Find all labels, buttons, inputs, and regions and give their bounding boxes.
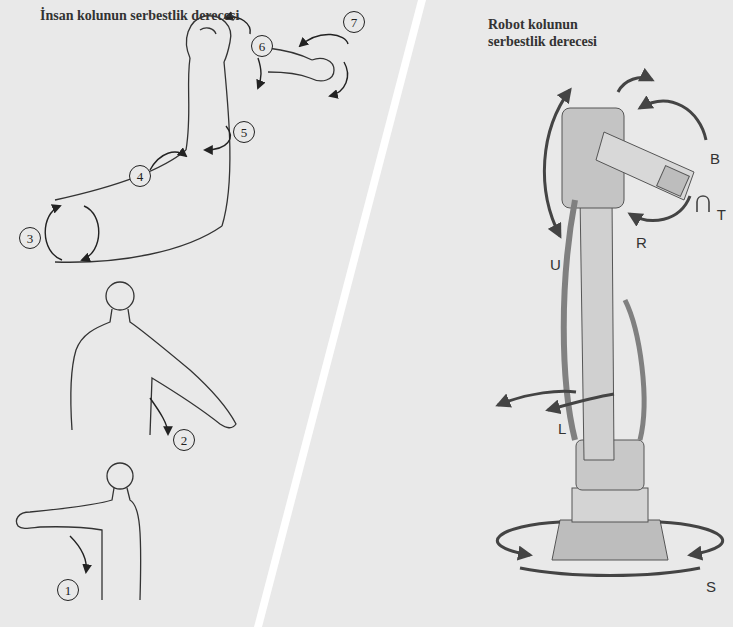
rotation-arrow: [150, 152, 186, 170]
callout-number: 1: [57, 579, 79, 601]
human-arm-sketch: [55, 16, 334, 262]
rotation-arrow: [300, 34, 348, 46]
axis-arrow: [618, 78, 652, 92]
rotation-arrow: [258, 58, 261, 88]
rotation-arrow: [82, 206, 99, 260]
axis-arrows: [497, 78, 722, 576]
robot-base: [572, 488, 648, 522]
axis-arrow: [548, 394, 616, 410]
rotation-arrow: [150, 398, 168, 434]
axis-arrow: [520, 568, 700, 576]
human-figure: [17, 463, 141, 600]
callout-number: 4: [129, 165, 151, 187]
axis-arrow: [660, 522, 723, 555]
axis-arrow: [640, 101, 706, 140]
axis-arrow: [546, 394, 618, 410]
axis-arrow: [544, 90, 570, 236]
twist-symbol: [697, 196, 709, 212]
axis-arrow: [548, 394, 616, 410]
callout-number: 5: [233, 121, 255, 143]
panel-title: Robot kolunun serbestlik derecesi: [488, 16, 638, 50]
axis-letter: U: [548, 256, 563, 273]
axis-arrow: [497, 522, 560, 555]
rotation-arrow: [330, 62, 348, 96]
head: [106, 282, 134, 310]
body-outline: [128, 309, 236, 435]
axis-letter: R: [634, 234, 649, 251]
axis-letter: S: [704, 578, 718, 595]
panel-title: İnsan kolunun serbestlik derecesi: [40, 7, 239, 24]
body-outline: [71, 309, 112, 430]
robot-lower-arm: [580, 196, 614, 460]
arm-outline: [55, 226, 222, 262]
divider-line: [254, 0, 426, 627]
body-outline: [17, 488, 115, 600]
axis-arrow: [548, 394, 614, 410]
fist-outline: [310, 58, 334, 80]
rotation-arrow: [205, 126, 230, 150]
axis-letter: L: [556, 420, 568, 437]
callout-number: 7: [343, 11, 365, 33]
axis-arrow: [498, 391, 576, 405]
robot-forearm: [596, 132, 694, 200]
robot-hose: [625, 300, 644, 440]
axis-arrow: [548, 394, 621, 410]
axis-letter: T: [715, 206, 728, 223]
rotation-arrow: [45, 206, 62, 260]
robot-base: [552, 520, 668, 560]
robot-wrist: [657, 166, 690, 197]
head: [107, 463, 133, 489]
arm-outline: [268, 48, 312, 60]
callout-number: 3: [19, 227, 41, 249]
arm-outline: [186, 58, 190, 150]
callout-number: 2: [173, 429, 195, 451]
axis-letter: B: [708, 150, 722, 167]
callout-number: 6: [251, 35, 273, 57]
rotation-arrow: [70, 536, 86, 572]
rotation-arrows: [45, 17, 348, 260]
robot-arm: [552, 108, 694, 560]
finger-line: [200, 28, 216, 34]
arm-outline: [55, 150, 186, 200]
body-outline: [127, 488, 141, 600]
human-figure: [71, 282, 236, 435]
arm-outline: [268, 72, 310, 78]
axis-arrow: [630, 196, 690, 220]
